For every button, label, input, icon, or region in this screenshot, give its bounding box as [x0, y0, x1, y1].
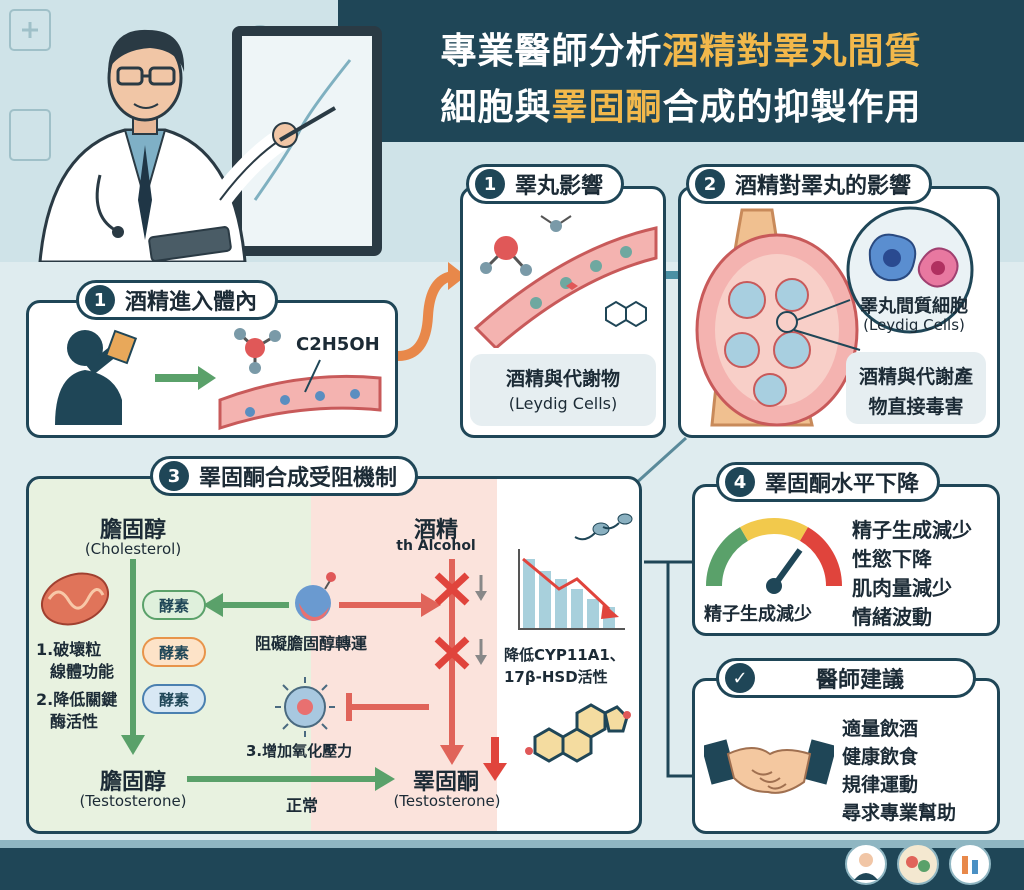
effect1-line1: 1.破壞粒 — [36, 640, 102, 659]
step4-panel — [692, 484, 1000, 636]
testosterone-label: 睪固酮 — [412, 770, 479, 795]
step3-alcohol-zone — [311, 479, 497, 831]
toxic-caption-1: 酒精與代謝產 — [858, 366, 973, 388]
alcohol-en: th Alcohol — [396, 538, 476, 554]
alcohol-label: 酒精 — [413, 518, 458, 543]
testis-effect-caption-1: 酒精與代謝物 — [505, 368, 620, 390]
bottom-accent-line — [0, 840, 1024, 848]
step1-illustration — [55, 328, 382, 431]
step3-diagram — [41, 513, 633, 791]
cholesterol-top-en: (Cholesterol) — [84, 540, 182, 558]
cholesterol-bottom-label: 膽固醇 — [99, 770, 166, 795]
ethanol-formula: C2H5OH — [296, 334, 380, 355]
step4-effect-3: 肌肉量減少 — [852, 576, 952, 600]
effect1-line2: 線體功能 — [50, 662, 115, 681]
testosterone-en: (Testosterone) — [393, 792, 501, 810]
title-line-2: 細胞與睪固酮合成的抑製作用 — [440, 87, 922, 128]
effect2-line1: 2.降低關鍵 — [36, 690, 118, 709]
title-line-1: 專業醫師分析酒精對睪丸間質 — [440, 31, 922, 72]
right-connectors — [644, 560, 694, 778]
advice-item-4: 尋求專業幫助 — [842, 802, 957, 824]
cholesterol-top-label: 膽固醇 — [99, 518, 166, 543]
title-banner: 專業醫師分析酒精對睪丸間質 細胞與睪固酮合成的抑製作用 — [338, 0, 1024, 142]
effect3-label: 3.增加氧化壓力 — [246, 742, 353, 760]
testosterone-gauge — [705, 517, 843, 594]
step4-effect-1: 精子生成減少 — [852, 518, 972, 542]
enzyme-badge-1: 酵素 — [142, 590, 206, 620]
block-transport-label: 阻礙膽固醇轉運 — [254, 634, 367, 653]
check-icon: ✓ — [725, 663, 755, 693]
toxic-caption-bubble — [846, 352, 986, 424]
testis-effect-caption-bubble — [470, 354, 656, 426]
orange-flow-arrow — [397, 262, 466, 361]
cyp-line1: 降低CYP11A1、 — [504, 646, 625, 664]
cholesterol-bottom-en: (Testosterone) — [79, 792, 187, 810]
leydig-label-2: (Leydig Cells) — [863, 316, 965, 334]
step4-effect-4: 情緒波動 — [852, 605, 932, 629]
testis-effect-caption-2: (Leydig Cells) — [508, 394, 618, 413]
effect2-line2: 酶活性 — [50, 712, 99, 731]
logo-group — [845, 843, 991, 885]
advice-item-1: 適量飲酒 — [842, 718, 919, 740]
toxic-caption-2: 物直接毒害 — [868, 396, 964, 418]
normal-label: 正常 — [285, 796, 318, 815]
cyp-line2: 17β-HSD活性 — [504, 668, 608, 686]
advice-item-2: 健康飲食 — [842, 746, 919, 768]
handshake-icon — [704, 739, 834, 794]
testis-effect-illustration — [473, 215, 658, 348]
enzyme-badge-3: 酵素 — [142, 684, 206, 714]
advice-item-3: 規律運動 — [842, 774, 919, 796]
gauge-label: 精子生成減少 — [704, 604, 812, 625]
enzyme-badge-2: 酵素 — [142, 637, 206, 667]
leydig-label-1: 睪丸間質細胞 — [860, 296, 968, 317]
step4-effect-2: 性慾下降 — [852, 547, 932, 571]
doctor-illustration — [9, 9, 382, 262]
testis-cross-section — [695, 206, 974, 427]
advice-label: ✓醫師建議 — [716, 658, 976, 698]
